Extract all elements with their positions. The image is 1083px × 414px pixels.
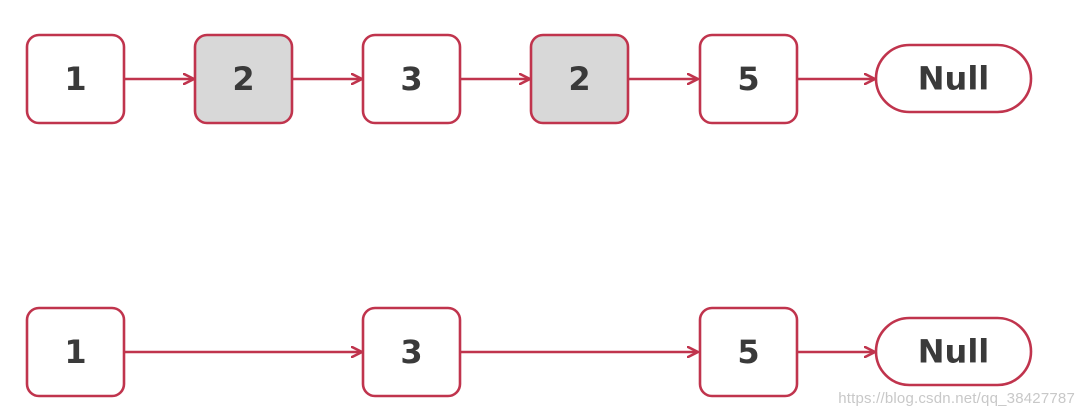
- top-node-1: 1: [25, 33, 126, 125]
- top-null-terminal: Null: [874, 43, 1033, 114]
- top-node-5-label: 5: [737, 60, 759, 98]
- top-node-5: 5: [698, 33, 799, 125]
- bottom-node-2-label: 3: [400, 333, 422, 371]
- bottom-node-2: 3: [361, 306, 462, 398]
- top-null-label: Null: [918, 60, 990, 98]
- top-linked-list: 1 2 3 2 5 Null: [25, 33, 1033, 125]
- bottom-node-3-label: 5: [737, 333, 759, 371]
- bottom-node-1-label: 1: [64, 333, 86, 371]
- top-node-3-label: 3: [400, 60, 422, 98]
- bottom-null-label: Null: [918, 333, 990, 371]
- bottom-null-terminal: Null: [874, 316, 1033, 387]
- bottom-node-1: 1: [25, 306, 126, 398]
- top-node-4-label: 2: [568, 60, 590, 98]
- bottom-node-3: 5: [698, 306, 799, 398]
- top-node-1-label: 1: [64, 60, 86, 98]
- top-node-3: 3: [361, 33, 462, 125]
- watermark-text: https://blog.csdn.net/qq_38427787: [838, 390, 1075, 407]
- top-node-4-removed: 2: [529, 33, 630, 125]
- bottom-linked-list: 1 3 5 Null: [25, 306, 1033, 398]
- top-node-2-label: 2: [232, 60, 254, 98]
- top-node-2-removed: 2: [193, 33, 294, 125]
